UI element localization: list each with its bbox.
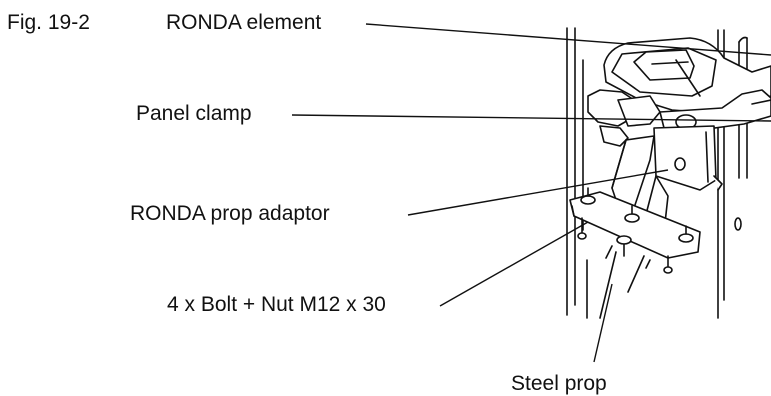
leader-bolt-nut (439, 221, 589, 307)
leader-steel-prop (593, 283, 613, 363)
figure-number: Fig. 19-2 (7, 11, 90, 34)
flange-plate (569, 187, 701, 274)
label-bolt-nut: 4 x Bolt + Nut M12 x 30 (167, 293, 386, 316)
leader-prop-adaptor (407, 169, 669, 216)
clamp-bracket (653, 125, 723, 191)
leader-lines (291, 23, 771, 363)
label-ronda-element: RONDA element (166, 11, 322, 34)
leader-panel-clamp (291, 114, 771, 122)
label-prop-adaptor: RONDA prop adaptor (130, 202, 330, 225)
panel-hole (734, 217, 742, 231)
steel-prop-shape (599, 245, 651, 319)
label-steel-prop: Steel prop (511, 372, 607, 395)
left-panel-edges (566, 27, 588, 319)
ronda-element-shape (603, 37, 771, 113)
label-panel-clamp: Panel clamp (136, 102, 252, 125)
leader-ronda-element (365, 23, 771, 56)
